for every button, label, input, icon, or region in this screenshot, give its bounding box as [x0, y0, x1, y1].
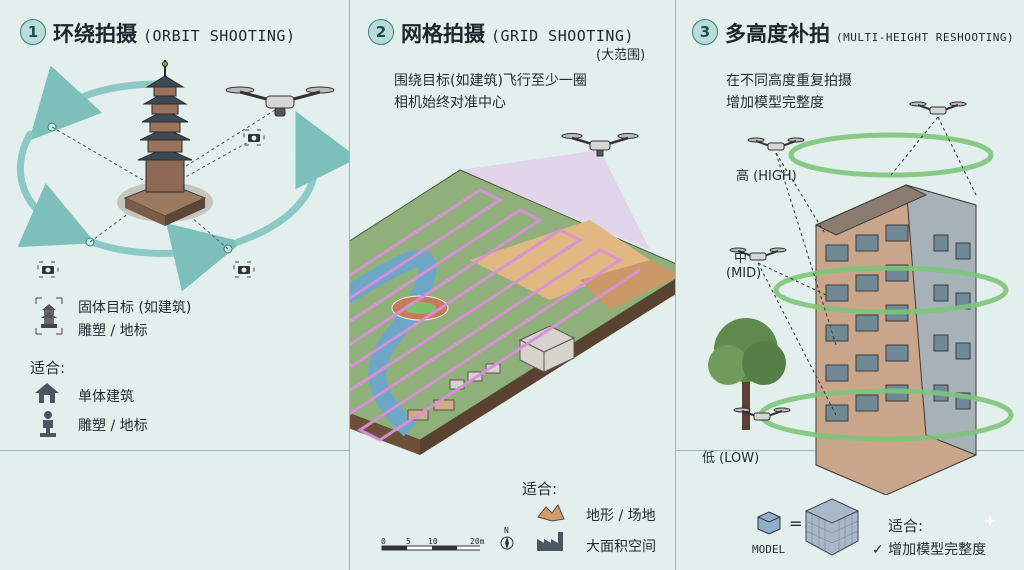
- model-equals: =: [789, 514, 803, 533]
- pagoda-icon: [137, 60, 193, 193]
- grid-title-cn: 网格拍摄: [401, 22, 485, 46]
- multi-height-title: 多高度补拍 (MULTI-HEIGHT RESHOOTING): [725, 18, 1014, 48]
- multi-height-illustration: [708, 101, 1014, 495]
- building-icon: [35, 383, 59, 403]
- multi-height-title-en: (MULTI-HEIGHT RESHOOTING): [836, 31, 1015, 44]
- terrain-icon: [537, 504, 565, 522]
- height-mid-label-cn: 中: [734, 251, 748, 266]
- scale-tick-0: 0: [381, 537, 386, 546]
- camera-icon-left: [37, 261, 59, 278]
- drone-high-right-icon: [909, 101, 967, 115]
- factory-icon: [537, 532, 563, 551]
- orbit-illustration: [16, 60, 349, 292]
- drone-low-icon: [733, 407, 791, 421]
- scale-tick-20m: 20m: [470, 537, 485, 546]
- target-label: 固体目标 (如建筑): [78, 300, 192, 316]
- multi-height-fit-title: 适合:: [888, 517, 924, 535]
- camera-icon-right: [233, 261, 255, 278]
- orbit-fit-item-1: 单体建筑: [78, 389, 134, 405]
- orbit-title-cn: 环绕拍摄: [53, 22, 137, 46]
- scale-bar: [381, 545, 480, 551]
- high-orbit-ring: [788, 132, 994, 178]
- apartment-building: [814, 184, 977, 495]
- model-cube-small-icon: [757, 511, 781, 535]
- orbit-fit-item-2: 雕塑 / 地标: [78, 418, 148, 434]
- multi-height-desc-line2: 增加模型完整度: [726, 95, 824, 111]
- model-mesh-cube-icon: [805, 498, 859, 556]
- grid-title-en: (GRID SHOOTING): [491, 27, 634, 45]
- panel1-bottom-rule: [0, 450, 349, 451]
- divider-2: [675, 0, 676, 570]
- grid-desc-line2: 相机始终对准中心: [394, 95, 506, 111]
- camera-icon-top: [243, 129, 265, 146]
- grid-fit-title: 适合:: [522, 480, 558, 498]
- step-number-3: 3: [692, 19, 718, 45]
- step-number-2: 2: [368, 19, 394, 45]
- grid-scope: (大范围): [596, 48, 646, 63]
- grid-fit-item-2: 大面积空间: [586, 539, 656, 555]
- multi-height-fit-item: ✓ 增加模型完整度: [872, 542, 987, 558]
- compass-icon: [500, 536, 514, 550]
- height-low-label: 低 (LOW): [702, 451, 760, 466]
- multi-height-desc-line1: 在不同高度重复拍摄: [726, 73, 852, 89]
- grid-flight-path: [350, 188, 641, 442]
- multi-height-title-cn: 多高度补拍: [725, 22, 830, 46]
- height-high-label: 高 (HIGH): [736, 169, 797, 184]
- orbit-arc-left: [16, 130, 96, 248]
- drone-mid-icon: [729, 247, 787, 261]
- model-label: MODEL: [752, 543, 786, 556]
- target-sublabel: 雕塑 / 地标: [78, 323, 148, 339]
- step-number-1: 1: [20, 19, 46, 45]
- grid-terrain-illustration: [350, 133, 675, 455]
- north-label: N: [504, 526, 509, 535]
- sparkle-icon: [982, 513, 998, 529]
- scale-tick-5: 5: [406, 537, 411, 546]
- orbit-fit-title: 适合:: [30, 359, 66, 377]
- sculpture-icon: [40, 411, 56, 437]
- grid-fit-item-1: 地形 / 场地: [586, 508, 656, 524]
- mid-orbit-ring: [773, 265, 1009, 315]
- grid-desc-line1: 围绕目标(如建筑)飞行至少一圈: [394, 73, 587, 89]
- orbit-shooting-panel: 1 环绕拍摄 (ORBIT SHOOTING): [0, 0, 349, 570]
- orbit-arc-bottom: [88, 223, 243, 292]
- drone-high-left-icon: [747, 137, 805, 151]
- orbit-title: 环绕拍摄 (ORBIT SHOOTING): [53, 18, 296, 48]
- orbit-title-en: (ORBIT SHOOTING): [143, 27, 296, 45]
- grid-shooting-panel: 2 网格拍摄 (GRID SHOOTING) (大范围) 围绕目标(如建筑)飞行至…: [350, 0, 675, 570]
- orbit-arc-right: [234, 110, 349, 246]
- tree-icon: [708, 318, 786, 430]
- drone-icon: [225, 86, 335, 117]
- scale-tick-10: 10: [428, 537, 438, 546]
- height-mid-label-en: (MID): [726, 266, 762, 281]
- multi-height-panel: 3 多高度补拍 (MULTI-HEIGHT RESHOOTING) 在不同高度重复…: [676, 0, 1024, 570]
- orbit-arc-top-left: [29, 65, 164, 141]
- grid-title: 网格拍摄 (GRID SHOOTING): [401, 18, 634, 48]
- grid-drone-icon: [561, 133, 639, 157]
- target-pagoda-icon: [35, 297, 63, 335]
